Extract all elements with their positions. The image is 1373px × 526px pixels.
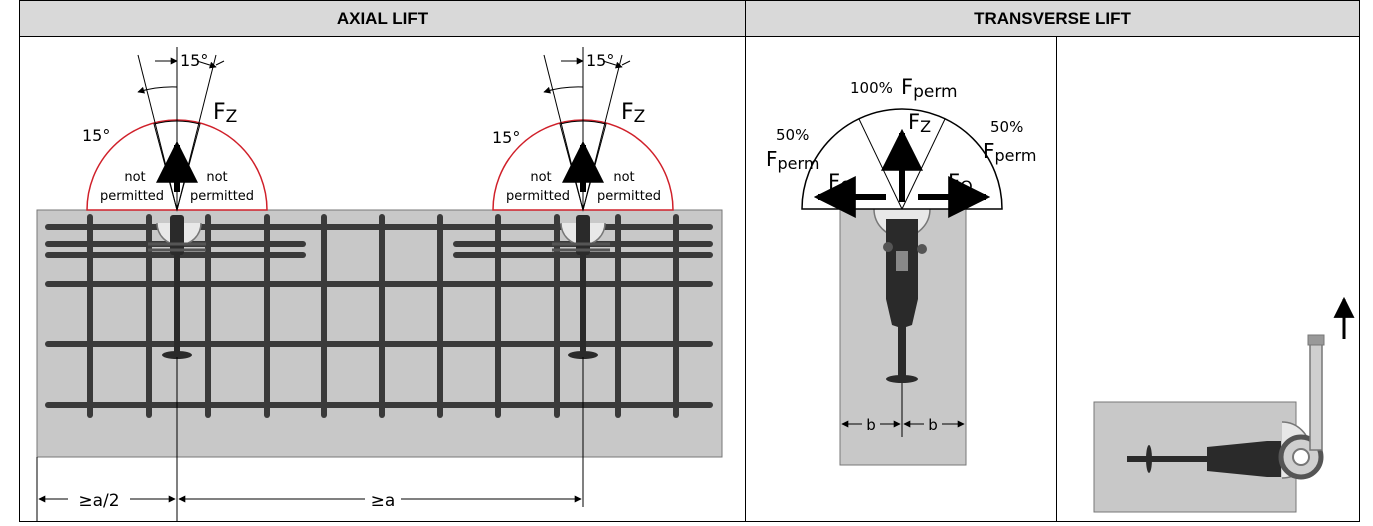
angle-label-right-right: 15° [586,51,614,70]
lifting-clutch-side [1127,334,1325,480]
percent-top: 100% [850,79,893,97]
dimension-b-left: b [866,416,876,434]
permitted-right-1: permitted [506,189,570,204]
header-transverse-text: TRANSVERSE LIFT [974,8,1131,28]
transverse-lift-side-panel [1056,36,1360,522]
force-fq-right: FQ [948,170,973,196]
not-left-2: not [206,170,227,185]
transverse-lift-drawing: 100% Fperm 50% Fperm 50% Fperm FZ FQ FQ … [766,75,1036,466]
not-permitted-zone-right [492,47,674,212]
permitted-right-2: permitted [597,189,661,204]
angle-label-right-left: 15° [180,51,208,70]
axial-lift-panel: 15° 15° FZ not permitted not permitted 1… [19,36,746,522]
force-fz: FZ [908,110,931,136]
transverse-lift-side-drawing [1093,296,1355,513]
percent-left: 50% [776,126,809,144]
force-fq-left: FQ [828,170,853,196]
header-transverse-lift: TRANSVERSE LIFT [745,0,1360,37]
not-permitted-zone-left [86,47,268,212]
header-axial-text: AXIAL LIFT [336,8,429,28]
percent-right: 50% [990,118,1023,136]
permitted-left-1: permitted [100,189,164,204]
fperm-right: Fperm [983,139,1036,165]
dimension-half-a: ≥a/2 [78,491,119,511]
angle-arcs-right [543,57,631,94]
load-semicircle [801,108,1003,218]
angle-arcs-left [137,57,225,94]
header-axial-lift: AXIAL LIFT [19,0,746,37]
transverse-anchor [873,208,931,383]
fperm-left: Fperm [766,147,819,173]
dimension-b-right: b [928,416,938,434]
fperm-top: Fperm [901,75,958,102]
axial-lift-drawing: 15° 15° FZ not permitted not permitted 1… [36,47,723,521]
force-fz-left: FZ [213,100,237,127]
transverse-lift-panel: 100% Fperm 50% Fperm 50% Fperm FZ FQ FQ … [745,36,1057,522]
not-right-1: not [530,170,551,185]
force-fz-right: FZ [621,100,645,127]
dimension-a: ≥a [371,491,396,511]
permitted-left-2: permitted [190,189,254,204]
angle-label-left-right: 15° [492,128,520,147]
not-right-2: not [613,170,634,185]
lifting-anchor-right [552,215,610,359]
lifting-anchor-left [148,215,206,359]
angle-label-left-left: 15° [82,126,110,145]
dimension-b-lines [841,383,965,437]
not-left-1: not [124,170,145,185]
dimension-lines [36,357,584,521]
